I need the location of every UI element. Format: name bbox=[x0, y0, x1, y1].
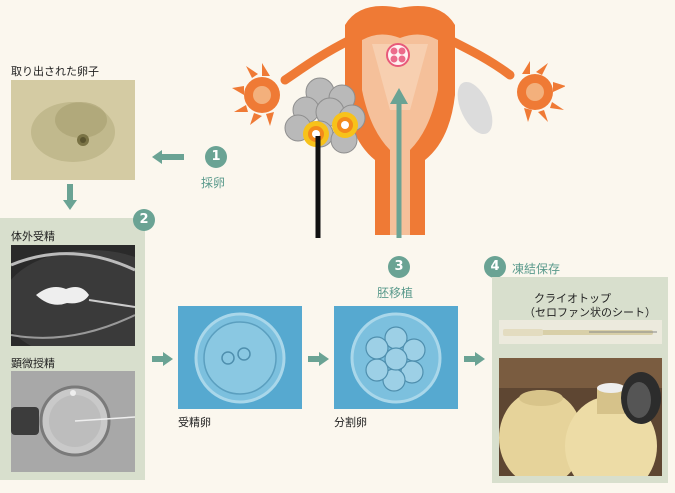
uterus-illustration bbox=[232, 6, 565, 238]
icsi-photo bbox=[11, 371, 135, 472]
arrow-right-icon bbox=[319, 352, 329, 366]
arrow-right-icon bbox=[163, 352, 173, 366]
ivf-label: 体外受精 bbox=[11, 230, 55, 243]
cryo-top-label: クライオトップ bbox=[534, 292, 611, 305]
embryo-icon bbox=[386, 43, 410, 67]
retrieved-egg-photo bbox=[11, 80, 135, 180]
step-4-badge: 4 bbox=[484, 256, 506, 278]
step-3-badge: 3 bbox=[388, 256, 410, 278]
icsi-label: 顕微授精 bbox=[11, 357, 55, 370]
fertilized-egg-label: 受精卵 bbox=[178, 416, 211, 429]
cryo-top-desc: （セロファン状のシート） bbox=[524, 306, 656, 319]
cleaved-egg-photo bbox=[334, 306, 458, 409]
transfer-arrow-icon bbox=[390, 88, 408, 104]
arrow-right-icon bbox=[475, 352, 485, 366]
ivf-photo bbox=[11, 245, 135, 346]
step-1-badge: 1 bbox=[205, 146, 227, 168]
arrow-left-icon bbox=[152, 150, 162, 164]
cleaved-egg-label: 分割卵 bbox=[334, 416, 367, 429]
cryo-top-photo bbox=[499, 320, 662, 344]
cryo-tank-photo bbox=[499, 358, 662, 476]
arrow-down-icon bbox=[63, 200, 77, 210]
retrieved-egg-label: 取り出された卵子 bbox=[11, 65, 99, 78]
step-4-label: 凍結保存 bbox=[512, 262, 561, 276]
step-1-label: 採卵 bbox=[201, 176, 226, 190]
step-3-label: 胚移植 bbox=[377, 286, 414, 300]
step-2-badge: 2 bbox=[133, 209, 155, 231]
fertilized-egg-photo bbox=[178, 306, 302, 409]
